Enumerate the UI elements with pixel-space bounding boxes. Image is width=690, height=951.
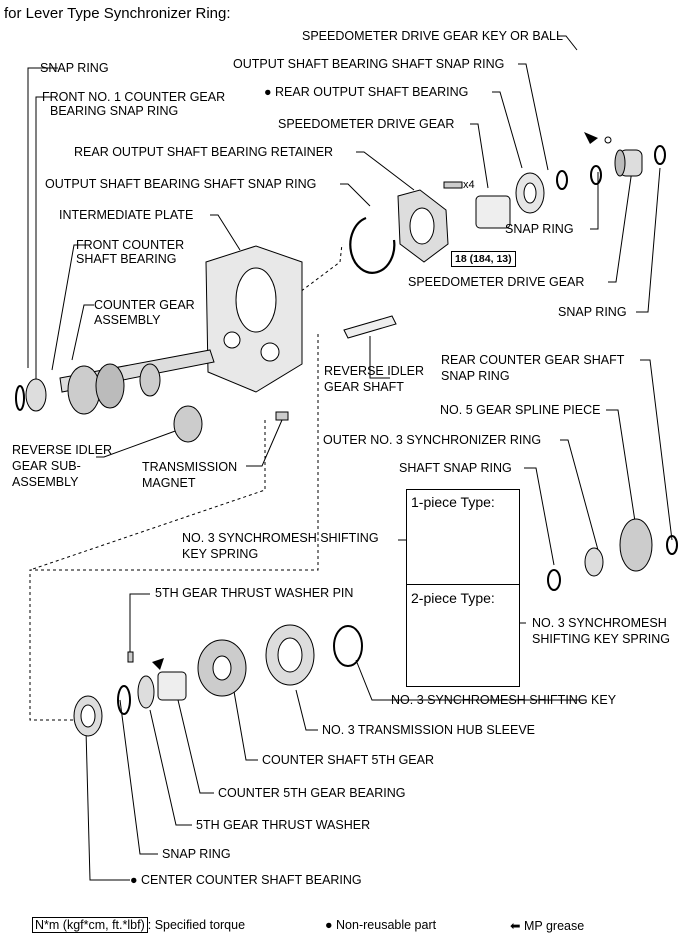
label-thrust-washer: 5TH GEAR THRUST WASHER	[196, 818, 371, 832]
two-piece-type-label: 2-piece Type:	[411, 590, 495, 606]
label-outer-sync-ring: OUTER NO. 3 SYNCHRONIZER RING	[323, 433, 542, 447]
label-key-spring-left-2: KEY SPRING	[182, 547, 259, 561]
label-shaft-snap-ring: SHAFT SNAP RING	[399, 461, 512, 475]
label-output-snap-top: OUTPUT SHAFT BEARING SHAFT SNAP RING	[233, 57, 505, 71]
label-front-counter-bearing-1: FRONT COUNTER	[76, 238, 185, 252]
label-reverse-idler-sub-2: GEAR SUB-	[12, 459, 81, 473]
label-bearing-retainer: REAR OUTPUT SHAFT BEARING RETAINER	[74, 145, 334, 159]
nonreusable-dot-icon: ●	[264, 85, 276, 99]
label-rear-output-bearing: ● REAR OUTPUT SHAFT BEARING	[264, 85, 468, 100]
label-key-spring-right-1: NO. 3 SYNCHROMESH	[532, 616, 667, 630]
legend-grease-text: MP grease	[523, 919, 585, 933]
label-output-snap-mid: OUTPUT SHAFT BEARING SHAFT SNAP RING	[45, 177, 317, 191]
legend-nonreusable-text: Non-reusable part	[336, 918, 437, 932]
label-snap-ring-top-left: SNAP RING	[40, 61, 109, 75]
legend-grease: ⬅ MP grease	[510, 918, 584, 933]
label-center-bearing: ● CENTER COUNTER SHAFT BEARING	[130, 873, 362, 888]
label-speedometer-key: SPEEDOMETER DRIVE GEAR KEY OR BALL	[302, 29, 563, 43]
legend-torque: N*m (kgf*cm, ft.*lbf): Specified torque	[32, 917, 246, 933]
label-reverse-idler-shaft-2: GEAR SHAFT	[324, 380, 404, 394]
label-speedo-drive-gear-top: SPEEDOMETER DRIVE GEAR	[278, 117, 455, 131]
box-divider	[407, 584, 519, 585]
label-rear-output-bearing-text: REAR OUTPUT SHAFT BEARING	[275, 85, 469, 99]
label-rear-counter-snap-2: SNAP RING	[441, 369, 510, 383]
label-counter-gear-1: COUNTER GEAR	[94, 298, 195, 312]
bolt-quantity: x4	[463, 179, 475, 191]
label-front-counter-bearing-2: SHAFT BEARING	[76, 252, 177, 266]
label-no5-spline: NO. 5 GEAR SPLINE PIECE	[440, 403, 601, 417]
nonreusable-dot-icon: ●	[325, 918, 337, 932]
grease-arrow-icon: ⬅	[510, 919, 524, 933]
label-magnet-1: TRANSMISSION	[142, 460, 238, 474]
label-reverse-idler-sub-1: REVERSE IDLER	[12, 443, 113, 457]
legend-torque-box: N*m (kgf*cm, ft.*lbf)	[32, 917, 148, 933]
label-hub-sleeve: NO. 3 TRANSMISSION HUB SLEEVE	[322, 723, 536, 737]
diagram-title: for Lever Type Synchronizer Ring:	[4, 5, 231, 22]
label-shifting-key: NO. 3 SYNCHROMESH SHIFTING KEY	[391, 693, 617, 707]
label-key-spring-right-2: SHIFTING KEY SPRING	[532, 632, 670, 646]
label-snap-ring-upper-right: SNAP RING	[505, 222, 574, 236]
label-reverse-idler-sub-3: ASSEMBLY	[12, 475, 79, 489]
label-center-bearing-text: CENTER COUNTER SHAFT BEARING	[141, 873, 362, 887]
synchromesh-type-box: 1-piece Type: 2-piece Type:	[406, 489, 520, 687]
label-counter-gear-2: ASSEMBLY	[94, 313, 161, 327]
label-front-counter-snap-1: FRONT NO. 1 COUNTER GEAR	[42, 90, 226, 104]
label-magnet-2: MAGNET	[142, 476, 196, 490]
label-snap-ring-bottom: SNAP RING	[162, 847, 231, 861]
nonreusable-dot-icon: ●	[130, 873, 142, 887]
legend-nonreusable: ● Non-reusable part	[325, 918, 436, 932]
label-speedo-drive-gear-low: SPEEDOMETER DRIVE GEAR	[408, 275, 585, 289]
torque-spec: 18 (184, 13)	[451, 251, 516, 267]
label-key-spring-left-1: NO. 3 SYNCHROMESH SHIFTING	[182, 531, 379, 545]
label-snap-ring-right: SNAP RING	[558, 305, 627, 319]
label-reverse-idler-shaft-1: REVERSE IDLER	[324, 364, 425, 378]
label-intermediate-plate: INTERMEDIATE PLATE	[59, 208, 194, 222]
one-piece-type-label: 1-piece Type:	[411, 494, 495, 510]
label-front-counter-snap-2: BEARING SNAP RING	[50, 104, 179, 118]
legend-torque-text: : Specified torque	[147, 918, 246, 932]
label-thrust-washer-pin: 5TH GEAR THRUST WASHER PIN	[155, 586, 354, 600]
label-rear-counter-snap-1: REAR COUNTER GEAR SHAFT	[441, 353, 625, 367]
label-counter-5th-gear: COUNTER SHAFT 5TH GEAR	[262, 753, 435, 767]
label-counter-5th-bearing: COUNTER 5TH GEAR BEARING	[218, 786, 406, 800]
